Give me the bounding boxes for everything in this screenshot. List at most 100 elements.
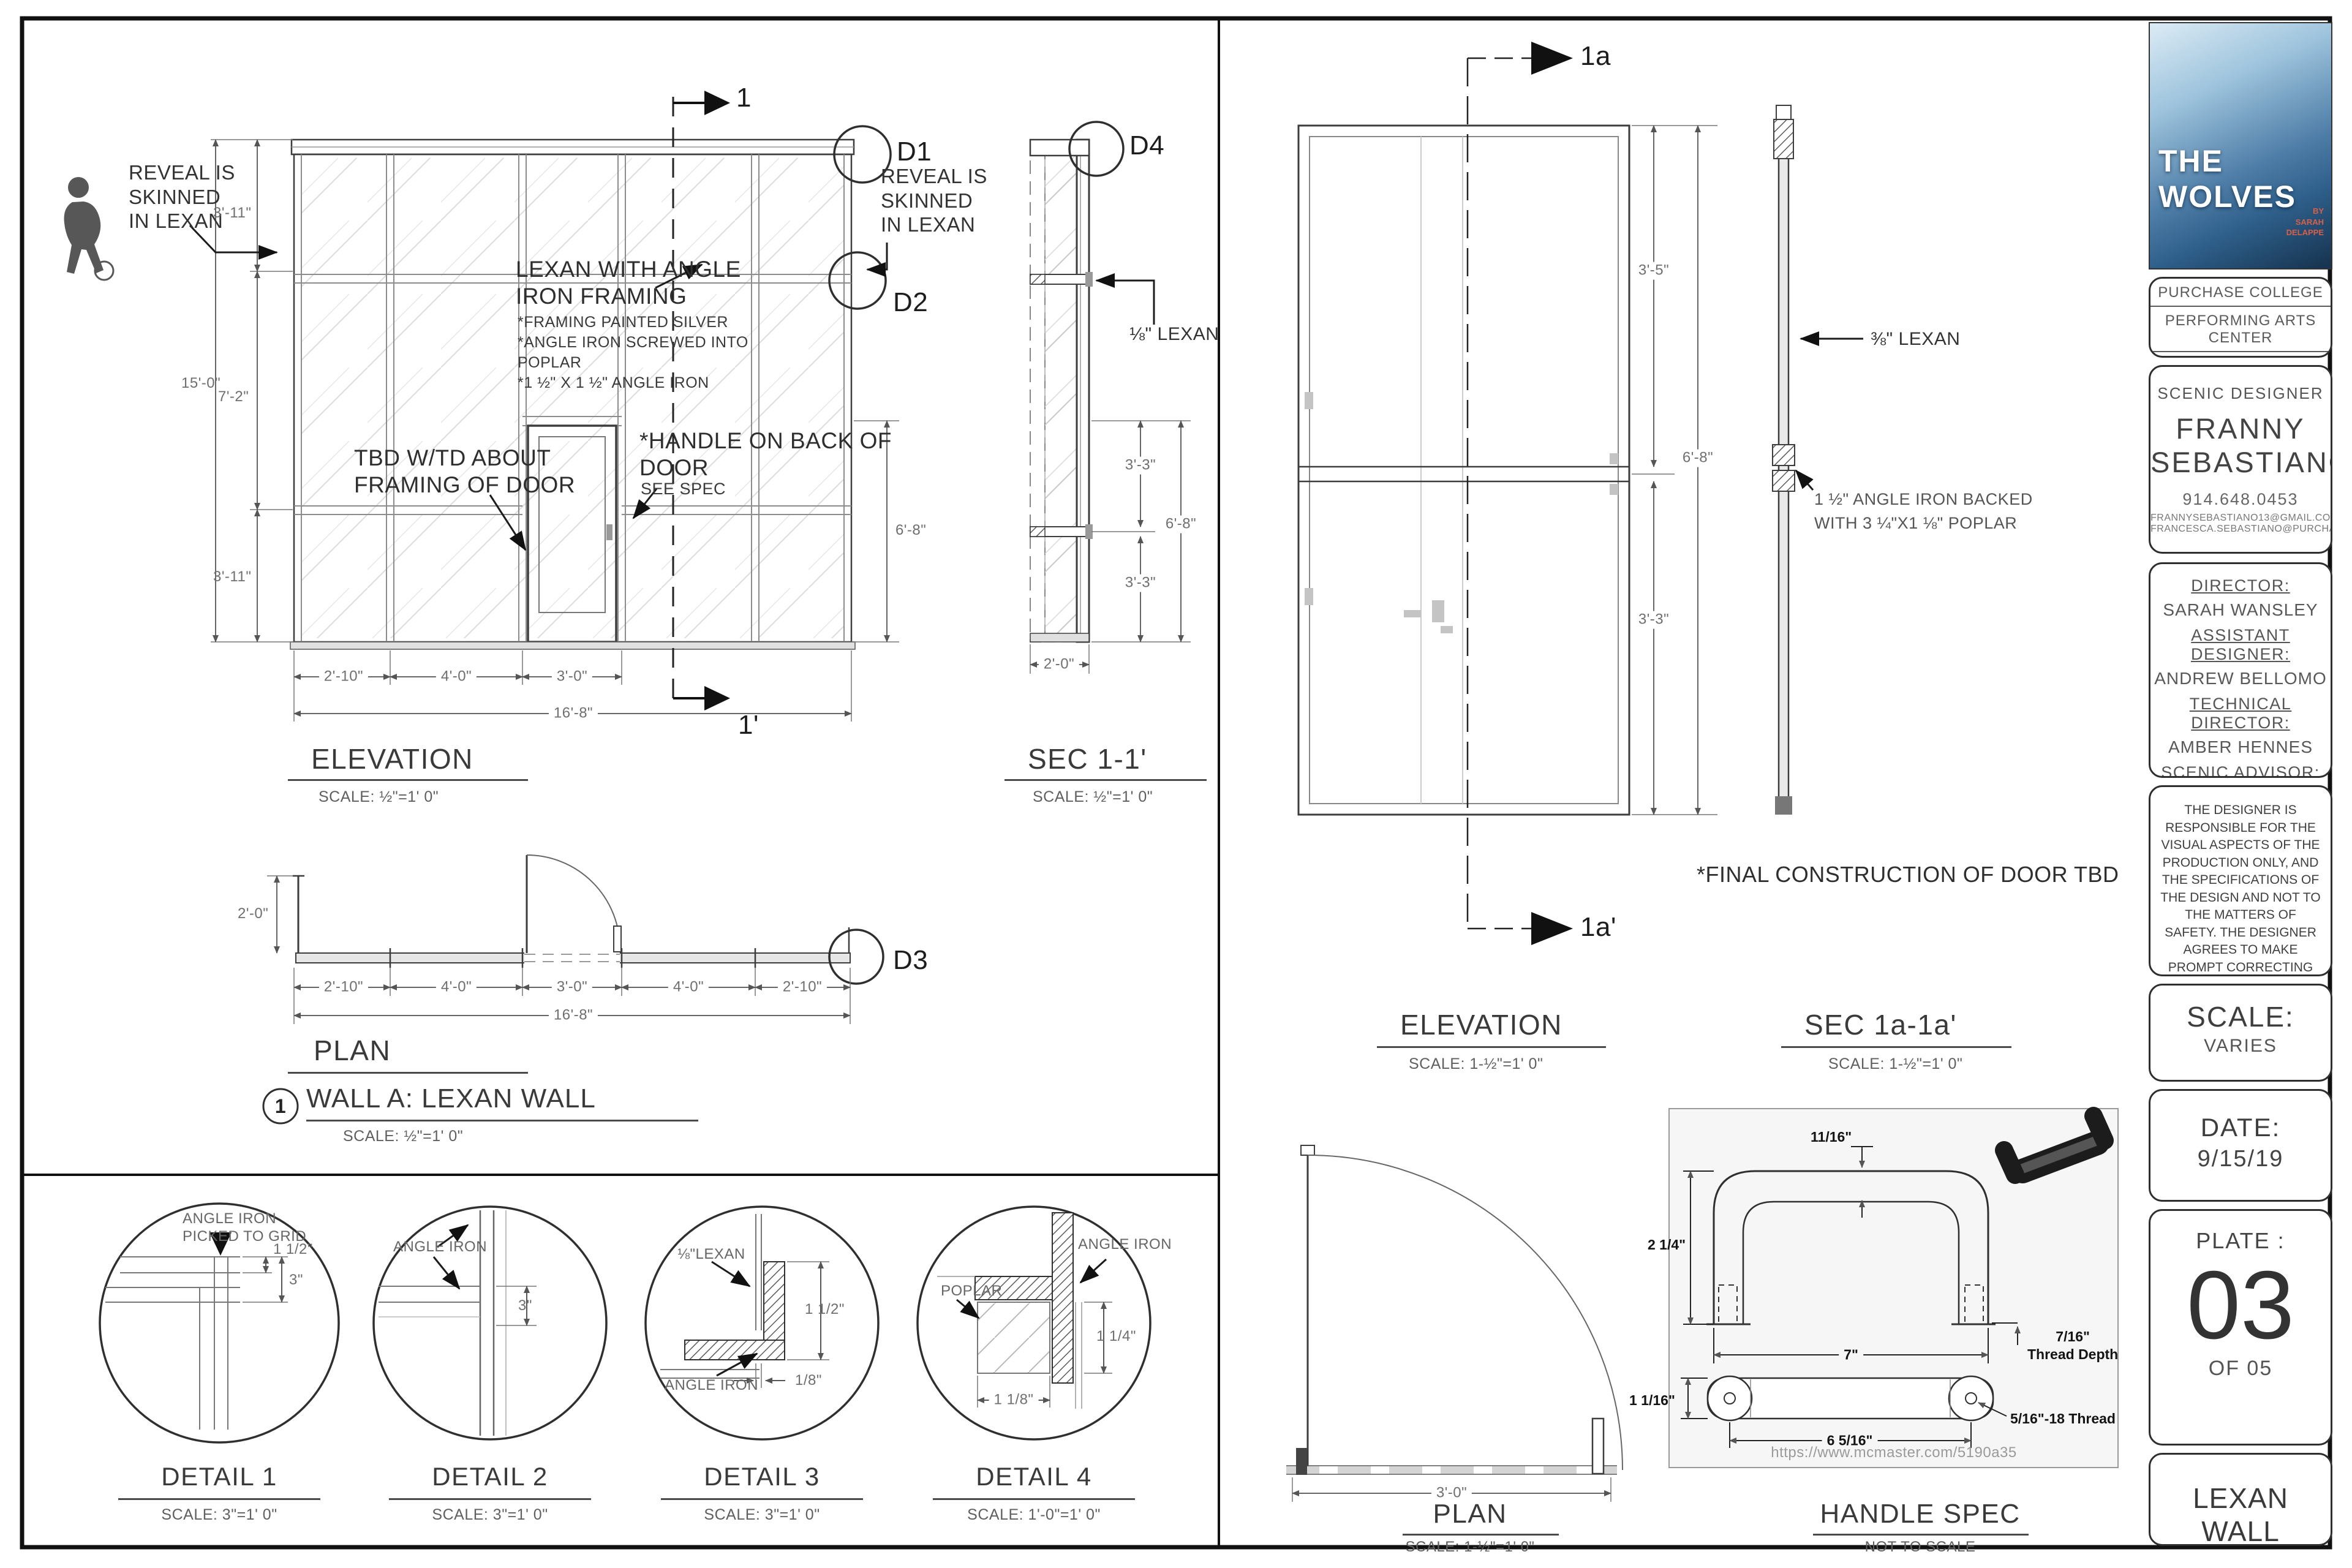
section11-scale: SCALE: ½"=1' 0": [1033, 788, 1153, 805]
credit-name: AMBER HENNES: [2168, 737, 2313, 756]
note-final-construction: *FINAL CONSTRUCTION OF DOOR TBD: [1697, 862, 2119, 887]
note-reveal-left: REVEAL IS SKINNED IN LEXAN: [129, 161, 235, 233]
elevation-wall-linework: [290, 97, 856, 698]
plan-callout-number: 1: [274, 1095, 287, 1117]
plate-of: OF 05: [2208, 1356, 2273, 1380]
section-marker-1a-prime: 1a': [1580, 912, 1616, 942]
underline: [1005, 779, 1207, 781]
handle-dim-2-14: 2 1/4": [1648, 1237, 1686, 1253]
section-marker-1a: 1a: [1580, 41, 1611, 71]
dim-7-2: 7'-2": [218, 388, 249, 405]
detail3-title: DETAIL 3: [704, 1462, 820, 1491]
plan-linework: [262, 854, 884, 1125]
detail3-label-lexan: ⅛"LEXAN: [677, 1246, 745, 1262]
handle-3d-image: [1995, 1107, 2114, 1184]
section1a-linework: [1772, 105, 1863, 815]
dim-3-3-lower: 3'-3": [1120, 574, 1161, 592]
detail4-scale: SCALE: 1'-0"=1' 0": [967, 1506, 1101, 1523]
detail3-label-angle: ANGLE IRON: [665, 1377, 759, 1393]
note-reveal-right: REVEAL IS SKINNED IN LEXAN: [881, 165, 987, 236]
dim-3-3-upper: 3'-3": [1120, 456, 1161, 475]
detail3-dim1: 1 1/2": [805, 1301, 845, 1317]
dim-3-11-bottom: 3'-11": [213, 568, 252, 585]
detail1-scale: SCALE: 3"=1' 0": [161, 1506, 277, 1523]
credit-role: ASSISTANT DESIGNER:: [2190, 626, 2291, 663]
poster-credit: BY SARAH DELAPPE: [2286, 206, 2324, 238]
door-plan-scale: SCALE: 1-½"=1' 0": [1405, 1539, 1535, 1555]
dim-3-3-mid: 3'-3": [1633, 611, 1675, 629]
handle-spec-linework: [1668, 1107, 2119, 1468]
designer-email-2: FRANCESCA.SEBASTIANO@PURCHASE.EDU: [2150, 524, 2331, 534]
credit-role: SCENIC ADVISOR:: [2161, 763, 2320, 778]
underline: [1403, 1534, 1559, 1536]
note-tbd-door: TBD W/TD ABOUT FRAMING OF DOOR: [354, 445, 576, 498]
titleblock-designer: SCENIC DESIGNER FRANNY SEBASTIANO 914.64…: [2149, 365, 2332, 554]
section1a-scale: SCALE: 1-½"=1' 0": [1828, 1055, 1963, 1072]
detail4-dim2: 1 1/8": [989, 1391, 1039, 1409]
scale-figure-person: [64, 177, 115, 281]
titleblock-scale: SCALE: VARIES: [2149, 984, 2332, 1082]
dim-6-8-sec: 6'-8": [1160, 515, 1202, 533]
underline: [389, 1498, 591, 1500]
door-elevation-scale: SCALE: 1-½"=1' 0": [1409, 1055, 1544, 1072]
handle-dim-thread: 5/16"-18 Thread: [2010, 1411, 2116, 1427]
detail4-title: DETAIL 4: [976, 1462, 1092, 1491]
detail1-dim2: 3": [289, 1272, 303, 1288]
handle-spec-title: HANDLE SPEC: [1820, 1499, 2021, 1529]
venue-line-1: PURCHASE COLLEGE: [2150, 279, 2331, 307]
detail-marker-d4: D4: [1129, 130, 1165, 160]
elevation-note-leaders: [189, 224, 888, 551]
titleblock-disclaimer: THE DESIGNER IS RESPONSIBLE FOR THE VISU…: [2149, 785, 2332, 976]
note-angle-iron-backed: 1 ½" ANGLE IRON BACKED WITH 3 ¼"X1 ⅛" PO…: [1814, 490, 2033, 533]
titleblock-venue: PURCHASE COLLEGE PERFORMING ARTS CENTER …: [2149, 277, 2332, 358]
elevation-detail-circles: [828, 125, 892, 310]
detail1-dim1: 1 1/2": [273, 1241, 313, 1257]
section11-linework: [1029, 121, 1191, 674]
sheet-border: [20, 16, 2332, 1550]
dim-6-8-mid: 6'-8": [1677, 449, 1719, 467]
dim-15-0: 15'-0": [181, 375, 221, 391]
dim-plan-w4: 4'-0": [668, 978, 709, 997]
date-label: DATE:: [2200, 1113, 2281, 1142]
titleblock-sheet-name: LEXAN WALL: [2149, 1453, 2332, 1546]
disclaimer-text: THE DESIGNER IS RESPONSIBLE FOR THE VISU…: [2160, 803, 2321, 974]
venue-line-2: PERFORMING ARTS CENTER: [2150, 307, 2331, 352]
dim-16-8: 16'-8": [548, 704, 598, 723]
credit-role: TECHNICAL DIRECTOR:: [2189, 695, 2292, 732]
detail2-title: DETAIL 2: [432, 1462, 548, 1491]
dim-2-10: 2'-10": [318, 668, 369, 686]
dim-6-8-door: 6'-8": [895, 522, 927, 538]
designer-phone: 914.648.0453: [2182, 490, 2299, 508]
note-three-eighth-lexan: ⅜" LEXAN: [1871, 329, 1961, 349]
detail3-scale: SCALE: 3"=1' 0": [704, 1506, 820, 1523]
door-plan-linework: [1286, 1145, 1623, 1502]
credit-role: DIRECTOR:: [2191, 576, 2290, 595]
plate-label: PLATE :: [2196, 1228, 2285, 1253]
detail3-dim2: 1/8": [795, 1372, 822, 1389]
detail2-dim1: 3": [518, 1297, 532, 1314]
dim-plan-w1: 2'-10": [318, 978, 369, 997]
section11-title: SEC 1-1': [1028, 743, 1147, 775]
underline: [306, 1120, 698, 1121]
credit-name: ANDREW BELLOMO: [2154, 669, 2327, 688]
underline: [1813, 1534, 2029, 1536]
titleblock-plate: PLATE : 03 OF 05: [2149, 1209, 2332, 1446]
handle-dim-7: 7": [1839, 1346, 1863, 1364]
dim-3-0-door: 3'-0": [1431, 1484, 1472, 1502]
note-handle: *HANDLE ON BACK OF DOOR: [639, 428, 892, 481]
designer-role: SCENIC DESIGNER: [2157, 384, 2324, 402]
plan-callout-title: WALL A: LEXAN WALL: [306, 1084, 596, 1114]
handle-spec-scale-note: NOT TO SCALE: [1864, 1539, 1976, 1555]
dim-3-11-top: 3'-11": [213, 205, 252, 221]
section-marker-1: 1: [736, 83, 752, 113]
elevation-scale: SCALE: ½"=1' 0": [318, 788, 439, 805]
underline: [1781, 1046, 2011, 1048]
mcmaster-link[interactable]: https://www.mcmaster.com/5190a35: [1771, 1444, 2017, 1461]
dim-plan-w2: 4'-0": [435, 978, 477, 997]
date-value: 9/15/19: [2197, 1146, 2284, 1172]
venue-line-3: PERFORMANCE THEATRE: [2150, 352, 2331, 356]
detail-marker-d2: D2: [893, 287, 929, 317]
detail4-label-poplar: POPLAR: [941, 1283, 1003, 1299]
